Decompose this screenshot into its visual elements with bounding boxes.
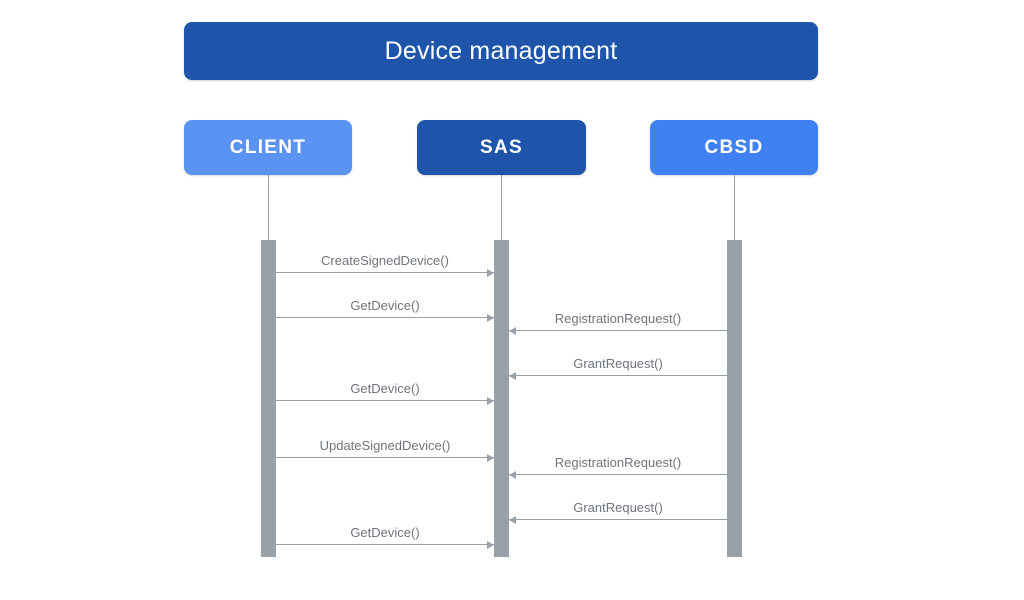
arrowhead-left-icon (509, 515, 516, 524)
message-line (509, 330, 727, 331)
message-label: RegistrationRequest() (554, 455, 682, 470)
page-title: Device management (384, 36, 618, 65)
message-line (509, 474, 727, 475)
arrowhead-left-icon (509, 371, 516, 380)
actor-header-client[interactable]: CLIENT (184, 120, 352, 175)
message-label: RegistrationRequest() (554, 311, 682, 326)
activation-bar-cbsd (727, 240, 742, 557)
message-label: GetDevice() (350, 298, 420, 313)
message-label: CreateSignedDevice() (321, 253, 449, 268)
message-label: GetDevice() (350, 525, 420, 540)
message-line (276, 317, 494, 318)
message-arrow[interactable]: GetDevice() (276, 525, 494, 549)
arrowhead-right-icon (487, 540, 494, 549)
diagram-title-banner: Device management (184, 22, 818, 80)
arrowhead-right-icon (487, 313, 494, 322)
message-line (276, 457, 494, 458)
message-label: GetDevice() (350, 381, 420, 396)
message-label: UpdateSignedDevice() (319, 438, 451, 453)
message-arrow[interactable]: RegistrationRequest() (509, 311, 727, 335)
actor-label-sas: SAS (480, 136, 523, 158)
arrowhead-right-icon (487, 453, 494, 462)
message-line (276, 544, 494, 545)
actor-label-client: CLIENT (229, 136, 307, 158)
message-arrow[interactable]: GrantRequest() (509, 500, 727, 524)
actor-label-cbsd: CBSD (704, 136, 764, 158)
message-arrow[interactable]: GetDevice() (276, 381, 494, 405)
message-arrow[interactable]: CreateSignedDevice() (276, 253, 494, 277)
arrowhead-right-icon (487, 268, 494, 277)
arrowhead-right-icon (487, 396, 494, 405)
message-label: GrantRequest() (573, 356, 663, 371)
actor-header-sas[interactable]: SAS (417, 120, 586, 175)
message-arrow[interactable]: RegistrationRequest() (509, 455, 727, 479)
message-arrow[interactable]: GrantRequest() (509, 356, 727, 380)
arrowhead-left-icon (509, 470, 516, 479)
message-arrow[interactable]: UpdateSignedDevice() (276, 438, 494, 462)
message-line (509, 375, 727, 376)
message-line (276, 400, 494, 401)
activation-bar-sas (494, 240, 509, 557)
message-line (509, 519, 727, 520)
arrowhead-left-icon (509, 326, 516, 335)
actor-header-cbsd[interactable]: CBSD (650, 120, 818, 175)
message-line (276, 272, 494, 273)
message-arrow[interactable]: GetDevice() (276, 298, 494, 322)
message-label: GrantRequest() (573, 500, 663, 515)
activation-bar-client (261, 240, 276, 557)
